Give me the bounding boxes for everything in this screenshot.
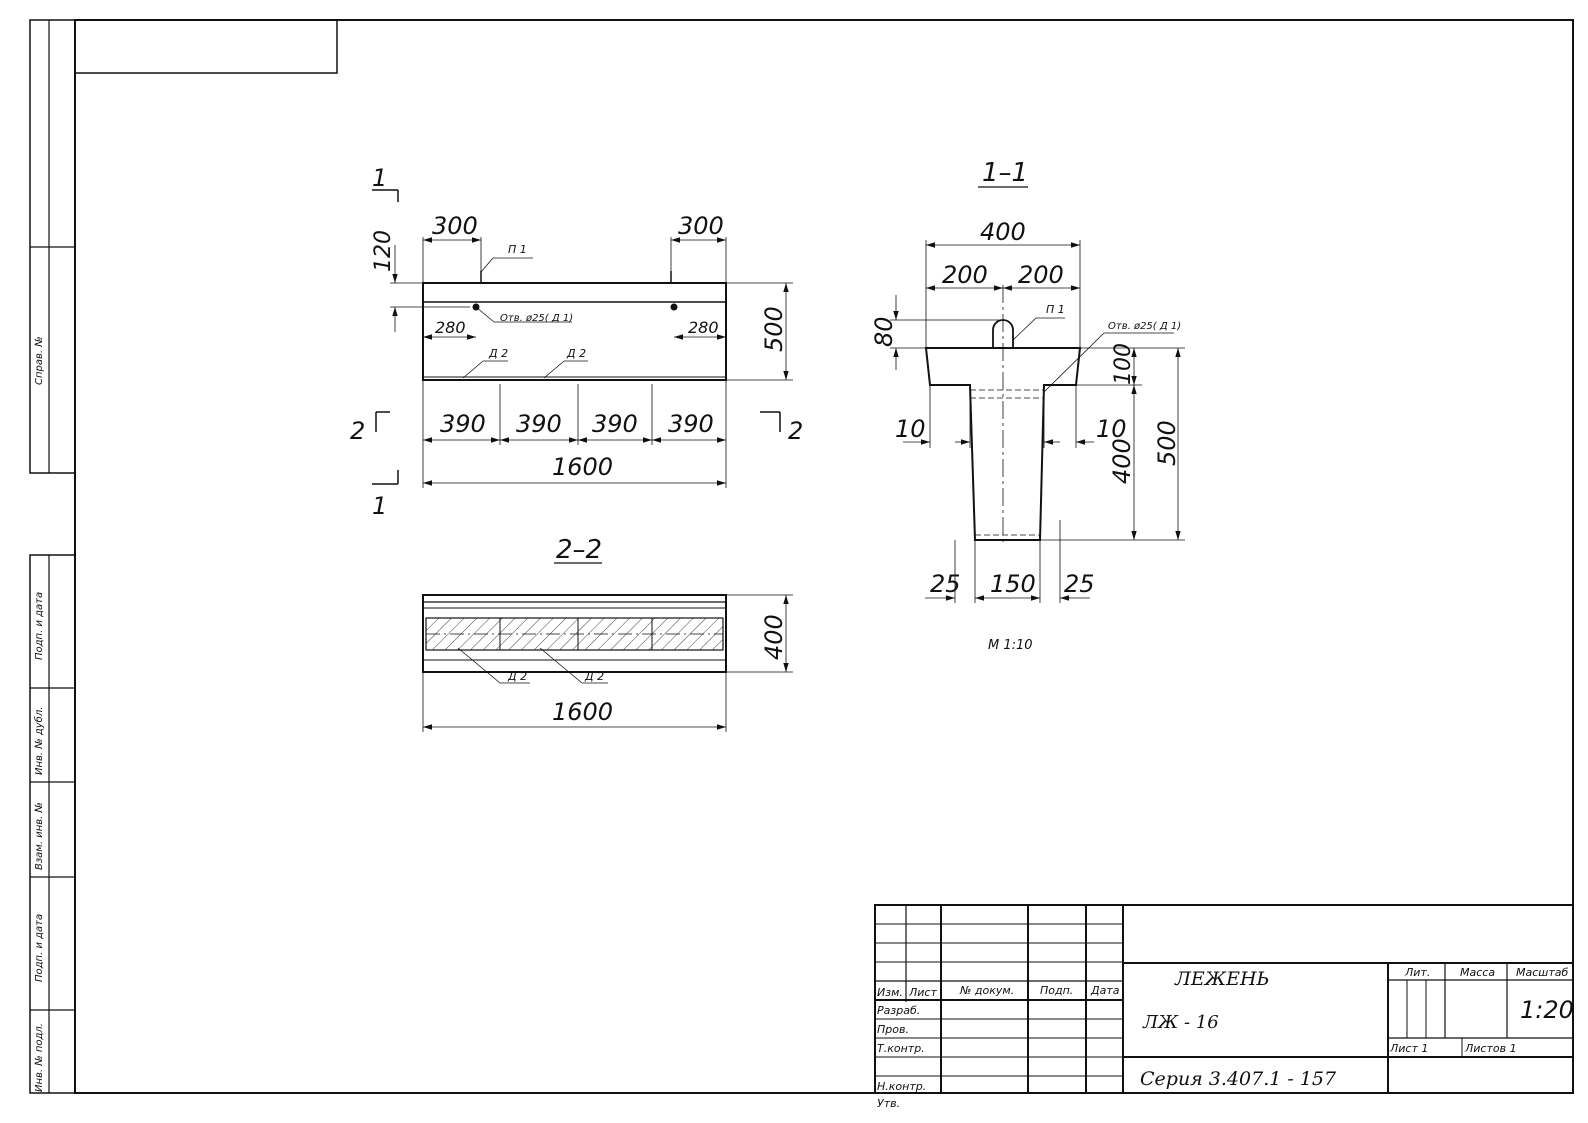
title-block <box>874 904 1574 1094</box>
dim-500-side: 500 <box>1153 420 1181 466</box>
front-view <box>372 189 793 488</box>
stamp-podp-data-1: Подп. и дата <box>34 592 45 660</box>
label-p1-section: П 1 <box>1046 303 1065 316</box>
section-mark-2-left: 2 <box>350 417 365 445</box>
section-1-1 <box>890 186 1185 603</box>
row-utv: Утв. <box>877 1097 900 1110</box>
dim-300-right: 300 <box>678 212 724 240</box>
section-2-2-title: 2–2 <box>556 535 602 565</box>
series-designation: Серия 3.407.1 - 157 <box>1140 1068 1337 1090</box>
dim-390-1: 390 <box>440 410 486 438</box>
section-mark-2-right: 2 <box>788 417 803 445</box>
sheet-frame <box>29 19 1574 1094</box>
dim-100: 100 <box>1111 343 1136 385</box>
section-mark-1-bottom: 1 <box>372 492 387 520</box>
dim-80: 80 <box>870 316 898 347</box>
product-mark: ЛЖ - 16 <box>1142 1012 1219 1033</box>
label-hole-front: Отв. ø25( Д 1) <box>500 313 573 324</box>
stamp-inv-podl: Инв. № подл. <box>34 1023 45 1092</box>
section-2-2 <box>422 562 793 732</box>
stamp-vzam-inv: Взам. инв. № <box>34 802 45 870</box>
dim-1600-front: 1600 <box>552 453 613 481</box>
product-name: ЛЕЖЕНЬ <box>1174 968 1269 990</box>
label-d2-front-b: Д 2 <box>566 347 586 360</box>
row-razrab: Разраб. <box>877 1004 920 1017</box>
scale-note-m110: М 1:10 <box>988 638 1033 653</box>
stamp-sprav: Справ. № <box>34 336 45 385</box>
label-hole-section: Отв. ø25( Д 1) <box>1108 321 1181 332</box>
dim-1600-section22: 1600 <box>552 698 613 726</box>
dim-10-right: 10 <box>1096 415 1127 443</box>
row-tkontr: Т.контр. <box>877 1042 925 1055</box>
front-beam-outline <box>422 282 727 381</box>
dim-400-top: 400 <box>980 218 1026 246</box>
section-2-2-labels: 2–2 400 1600 Д 2 Д 2 <box>507 535 788 726</box>
row-nkontr: Н.контр. <box>877 1080 926 1093</box>
hdr-data: Дата <box>1090 984 1120 997</box>
section-1-1-title: 1–1 <box>982 158 1028 188</box>
hole-right-icon <box>670 303 678 311</box>
dim-390-4: 390 <box>668 410 714 438</box>
hdr-izm: Изм. <box>877 986 903 999</box>
sheet-number: Лист 1 <box>1389 1042 1428 1055</box>
dim-200-right: 200 <box>1018 261 1064 289</box>
section-mark-1-top: 1 <box>372 164 387 192</box>
hdr-podp: Подп. <box>1040 984 1073 997</box>
hdr-masshtab: Масштаб <box>1516 966 1568 979</box>
section-1-1-labels: 1–1 400 200 200 80 100 400 500 10 10 25 … <box>870 158 1181 653</box>
row-prov: Пров. <box>877 1023 909 1036</box>
label-d2-section22-b: Д 2 <box>584 670 604 683</box>
title-block-labels: Изм. Лист № докум. Подп. Дата Разраб. Пр… <box>877 966 1574 1110</box>
front-view-labels: 1 1 2 2 300 300 120 500 280 280 390 390 … <box>350 164 803 520</box>
label-p1-front: П 1 <box>508 243 527 256</box>
side-stamp-labels: Справ. № Подп. и дата Инв. № дубл. Взам.… <box>33 336 45 1092</box>
dim-120: 120 <box>371 230 396 272</box>
dim-280-right: 280 <box>688 318 719 337</box>
hdr-list: Лист <box>908 986 937 999</box>
dim-390-3: 390 <box>592 410 638 438</box>
stamp-podp-data-2: Подп. и дата <box>34 914 45 982</box>
stamp-inv-dubl: Инв. № дубл. <box>33 707 45 775</box>
dim-400-section22: 400 <box>760 614 788 660</box>
dim-390-2: 390 <box>516 410 562 438</box>
label-d2-section22-a: Д 2 <box>507 670 527 683</box>
dim-500-front: 500 <box>760 306 788 352</box>
dim-25-right: 25 <box>1064 570 1095 598</box>
hdr-massa: Масса <box>1460 966 1495 979</box>
sheets-count: Листов 1 <box>1464 1042 1517 1055</box>
dim-150: 150 <box>990 570 1036 598</box>
scale-value: 1:20 <box>1520 996 1574 1024</box>
dim-280-left: 280 <box>435 318 466 337</box>
dim-300-left: 300 <box>432 212 478 240</box>
dim-10-left: 10 <box>895 415 926 443</box>
dim-200-left: 200 <box>942 261 988 289</box>
dim-25-left: 25 <box>930 570 961 598</box>
hdr-lit: Лит. <box>1404 966 1430 979</box>
label-d2-front-a: Д 2 <box>488 347 508 360</box>
dim-400-side: 400 <box>1108 438 1136 484</box>
hdr-doc: № докум. <box>959 984 1014 997</box>
